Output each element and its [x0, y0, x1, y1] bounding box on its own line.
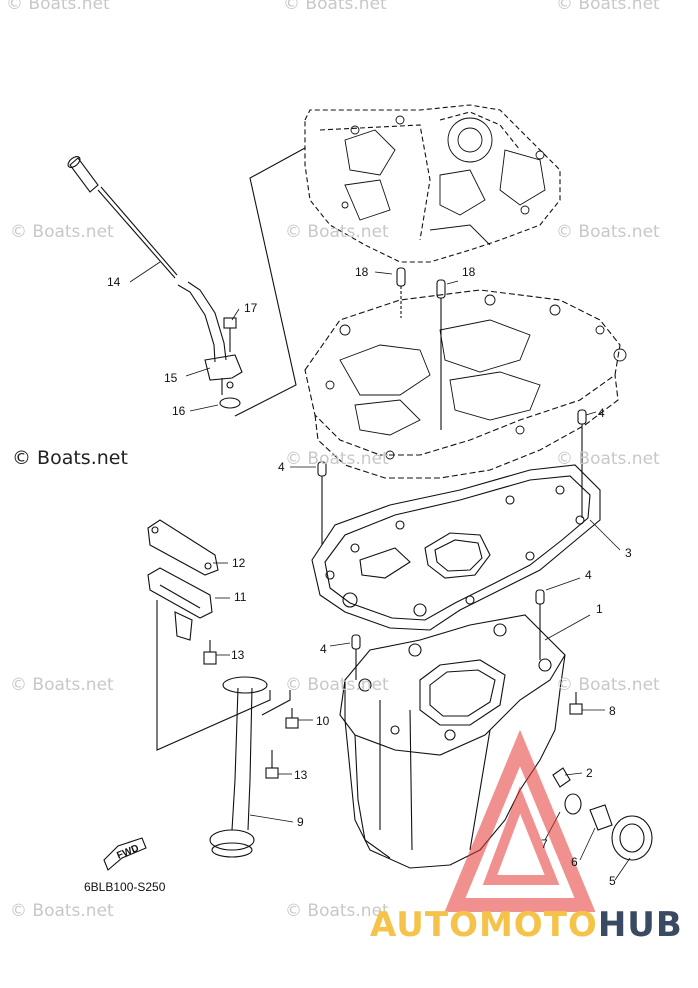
callout-1: 1 — [596, 602, 603, 616]
callout-18: 18 — [355, 265, 369, 279]
callout-14: 14 — [107, 275, 121, 289]
dowel-4-b — [317, 461, 327, 545]
washer-7 — [564, 793, 582, 815]
watermark: © Boats.net — [283, 0, 387, 14]
oil-filter-5 — [611, 815, 653, 861]
callout-18: 18 — [462, 265, 476, 279]
watermark: © Boats.net — [10, 222, 114, 242]
callout-10: 10 — [316, 714, 330, 728]
watermark: © Boats.net — [556, 222, 660, 242]
automotohub-logo-triangle — [444, 729, 596, 912]
watermark: © Boats.net — [556, 0, 660, 14]
brand-part2: HUB — [597, 905, 683, 945]
dipstick-guide-15 — [177, 281, 243, 395]
callout-8: 8 — [609, 704, 616, 718]
fwd-arrow — [103, 837, 147, 871]
bolt-8 — [569, 692, 583, 715]
watermark: © Boats.net — [556, 449, 660, 469]
dowel-4-a — [577, 409, 587, 518]
callout-11: 11 — [234, 590, 247, 604]
watermark: © Boats.net — [285, 449, 389, 469]
brand-part1: AUTOMOTO — [370, 905, 598, 945]
plug-6 — [589, 804, 613, 831]
watermark: © Boats.net — [285, 222, 389, 242]
gasket-12 — [147, 519, 219, 576]
callout-2: 2 — [586, 766, 593, 780]
engine-block-detail — [341, 115, 546, 246]
dowel-18-right — [436, 279, 446, 430]
dipstick-14 — [67, 156, 178, 279]
dowel-4-c — [535, 589, 545, 660]
dowel-18-left — [396, 267, 406, 318]
watermark: © Boats.net — [556, 675, 660, 695]
bolt-13-a — [203, 640, 217, 665]
callout-17: 17 — [244, 301, 258, 315]
watermark: © Boats.net — [285, 675, 389, 695]
callout-13: 13 — [231, 648, 245, 662]
gasket-3 — [311, 464, 601, 631]
callout-4: 4 — [278, 460, 285, 474]
o-ring-16 — [219, 397, 241, 409]
main-watermark: © Boats.net — [12, 447, 128, 469]
dowel-4-d — [351, 634, 361, 680]
watermark: © Boats.net — [6, 0, 110, 14]
watermark: © Boats.net — [285, 901, 389, 921]
diagram-code: 6BLB100-S250 — [84, 880, 166, 894]
callout-4: 4 — [320, 642, 327, 656]
bolt-10 — [285, 708, 299, 729]
callout-5: 5 — [609, 874, 616, 888]
callout-16: 16 — [172, 404, 186, 418]
exhaust-guide-upper — [304, 289, 621, 479]
bolt-17 — [223, 317, 237, 352]
oil-strainer-9 — [209, 676, 268, 858]
bolt-13-b — [265, 750, 279, 779]
callout-4: 4 — [585, 568, 592, 582]
callout-13: 13 — [294, 768, 308, 782]
callout-15: 15 — [164, 371, 178, 385]
bracket-line-dipstick — [234, 147, 306, 417]
bracket-11 — [147, 567, 213, 641]
callout-9: 9 — [297, 815, 304, 829]
automotohub-brand: AUTOMOTOHUB — [370, 905, 683, 945]
watermark: © Boats.net — [10, 901, 114, 921]
callout-4: 4 — [598, 406, 605, 420]
plug-2 — [552, 767, 571, 788]
watermark: © Boats.net — [10, 675, 114, 695]
exhaust-guide-detail — [325, 294, 627, 460]
callout-6: 6 — [571, 855, 578, 869]
callout-7: 7 — [541, 837, 548, 851]
engine-block — [304, 104, 561, 263]
callout-3: 3 — [625, 546, 632, 560]
callout-12: 12 — [232, 556, 246, 570]
